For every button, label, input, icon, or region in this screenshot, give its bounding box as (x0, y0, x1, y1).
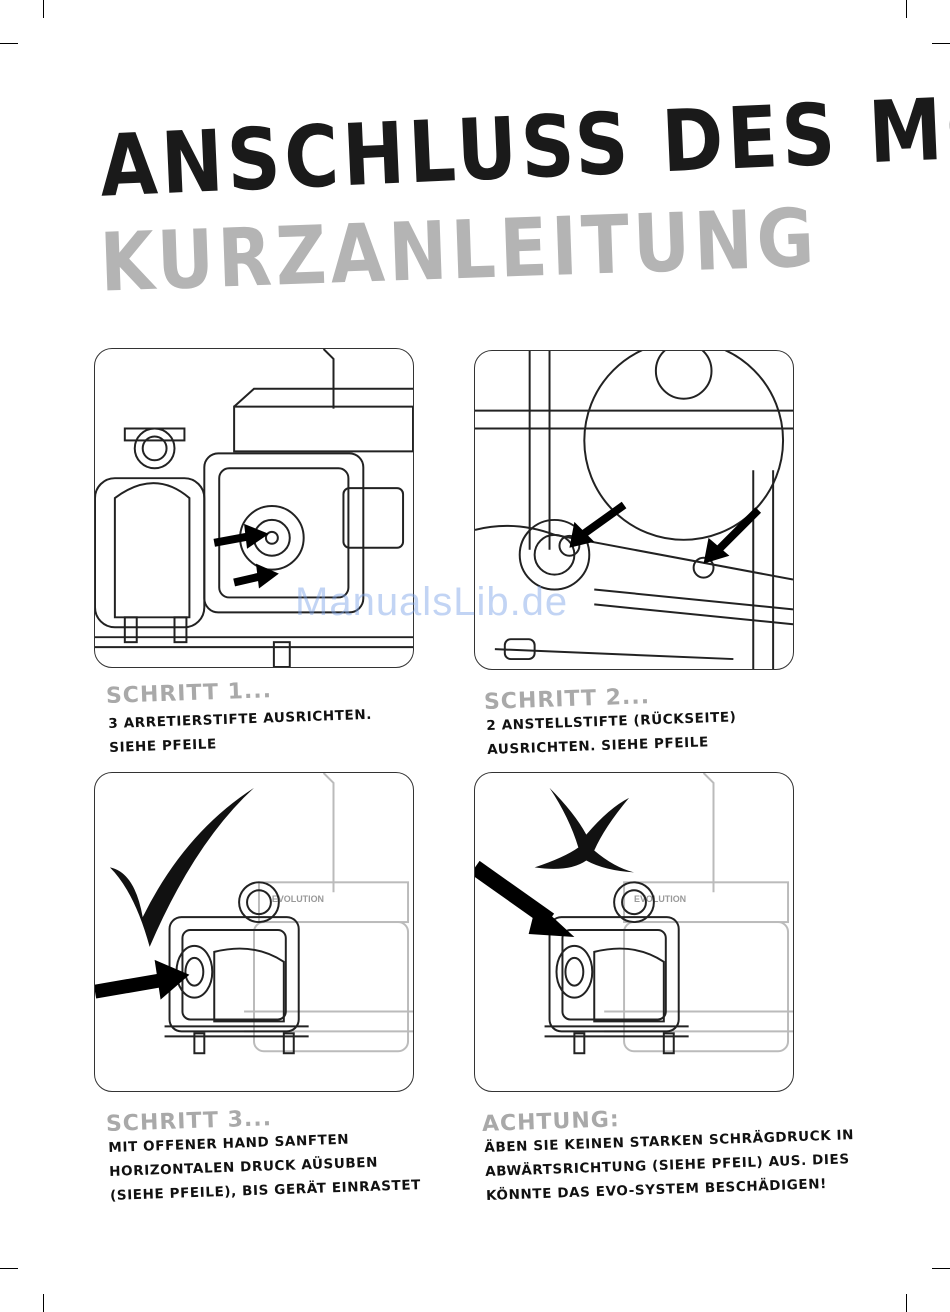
check-mark-icon (109, 787, 254, 947)
pump-engine-drawing-1 (95, 349, 413, 667)
pump-engine-drawing-4: EVOLUTION (475, 773, 793, 1055)
crop-mark-bottom-left-h (0, 1268, 18, 1269)
illustration-step-2 (474, 350, 794, 670)
arrow-icon (475, 860, 575, 937)
brand-label: EVOLUTION (634, 894, 686, 904)
pump-engine-drawing-3: EVOLUTION (95, 773, 413, 1055)
crop-mark-top-right-v (906, 0, 907, 18)
crop-mark-top-left-h (0, 43, 18, 44)
brand-label: EVOLUTION (272, 894, 324, 904)
illustration-step-1 (94, 348, 414, 668)
arrow-icon (95, 959, 190, 1000)
step-1-text: 3 ARRETIERSTIFTE AUSRICHTEN. SIEHE PFEIL… (108, 706, 373, 756)
watermark: ManualsLib.de (295, 580, 569, 624)
pump-engine-drawing-2 (475, 351, 793, 669)
step-2-text: 2 ANSTELLSTIFTE (RÜCKSEITE) AUSRICHTEN. … (486, 709, 737, 758)
crop-mark-bottom-left-v (43, 1294, 44, 1312)
warning-text: ÄBEN SIE KEINEN STARKEN SCHRÄGDRUCK IN A… (484, 1127, 855, 1204)
cross-mark-icon (534, 787, 634, 873)
illustration-step-3: EVOLUTION (94, 772, 414, 1092)
arrow-icon (569, 501, 762, 564)
crop-mark-top-right-h (932, 43, 950, 44)
page-subtitle: KURZANLEITUNG (98, 190, 820, 311)
arrow-icon (213, 523, 279, 589)
page-title: ANSCHLUSS DES MOTORS (97, 67, 950, 217)
step-1-heading: SCHRITT 1... (105, 678, 273, 709)
illustration-warning: EVOLUTION (474, 772, 794, 1092)
crop-mark-bottom-right-v (906, 1294, 907, 1312)
step-3-text: MIT OFFENER HAND SANFTEN HORIZONTALEN DR… (108, 1131, 422, 1204)
crop-mark-bottom-right-h (932, 1268, 950, 1269)
crop-mark-top-left-v (43, 0, 44, 18)
